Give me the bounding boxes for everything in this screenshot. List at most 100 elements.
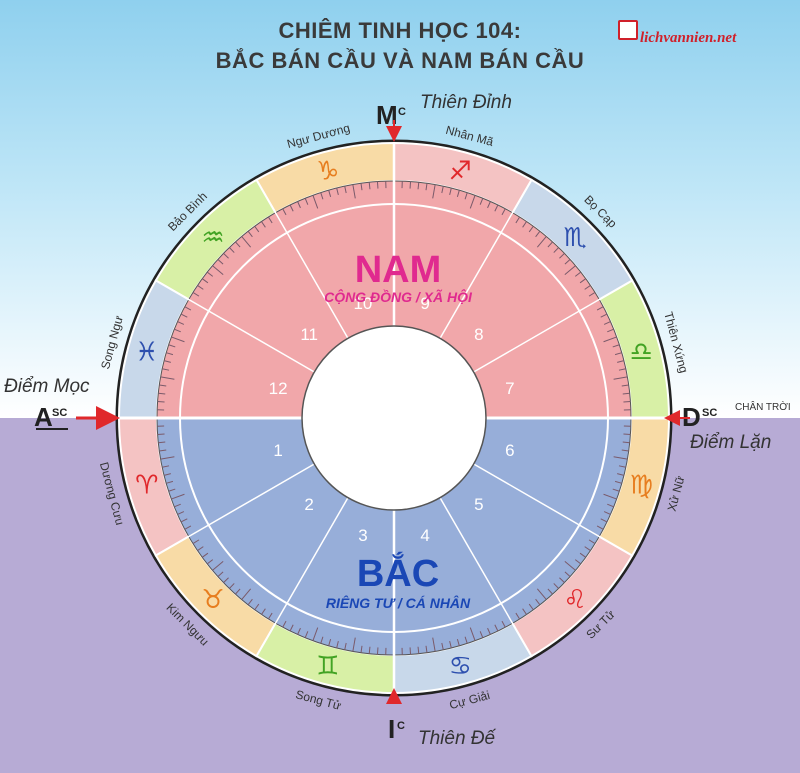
degree-tick <box>197 285 204 290</box>
degree-tick <box>456 638 460 646</box>
degree-tick <box>261 221 266 228</box>
degree-tick <box>159 384 167 387</box>
degree-tick <box>320 192 324 200</box>
degree-tick <box>201 278 209 284</box>
degree-tick <box>588 539 596 545</box>
degree-tick <box>559 253 565 259</box>
degree-tick <box>564 259 571 265</box>
degree-tick <box>618 465 626 468</box>
degree-tick <box>417 646 420 654</box>
degree-tick <box>574 271 582 277</box>
degree-tick <box>487 201 491 209</box>
degree-tick <box>579 552 587 558</box>
degree-tick <box>622 441 630 444</box>
zodiac-glyph-icon: ♏ <box>563 223 586 253</box>
degree-tick <box>449 641 452 649</box>
degree-tick <box>613 376 628 380</box>
degree-tick <box>360 645 363 653</box>
house-number: 12 <box>269 379 288 398</box>
brand-logo: lichvannien.net <box>640 30 737 46</box>
degree-tick <box>553 583 559 589</box>
title-line-2: BẮC BÁN CẦU VÀ NAM BÁN CẦU <box>215 48 585 73</box>
degree-tick <box>162 465 170 468</box>
degree-tick <box>192 539 200 545</box>
degree-tick <box>229 583 235 589</box>
degree-tick <box>180 313 188 318</box>
degree-tick <box>304 631 309 638</box>
degree-tick <box>614 352 622 356</box>
degree-tick <box>352 637 356 652</box>
degree-tick <box>289 624 294 632</box>
degree-tick <box>217 259 224 265</box>
degree-tick <box>469 627 476 641</box>
asc-letter: A <box>34 402 53 432</box>
zodiac-glyph-icon: ♉ <box>201 585 224 615</box>
zodiac-glyph-icon: ♈ <box>135 470 158 500</box>
degree-tick <box>206 559 214 565</box>
degree-tick <box>612 488 620 492</box>
setting-point-label: Điểm Lặn <box>690 432 772 453</box>
degree-tick <box>158 392 166 395</box>
degree-tick <box>235 588 241 595</box>
rising-point-label: Điểm Mọc <box>4 376 90 397</box>
degree-tick <box>564 571 571 577</box>
degree-tick <box>603 321 611 325</box>
house-number: 9 <box>420 294 429 313</box>
house-cusp <box>255 497 349 657</box>
center-circle <box>301 325 487 511</box>
zodiac-glyph-icon: ♓ <box>135 338 158 368</box>
degree-tick <box>559 577 565 583</box>
degree-tick <box>479 631 484 638</box>
degree-tick <box>297 201 301 209</box>
degree-tick <box>607 503 614 508</box>
degree-tick <box>201 552 209 558</box>
degree-tick <box>425 183 428 191</box>
mc-sup: C <box>398 106 406 118</box>
degree-tick <box>158 441 166 444</box>
degree-tick <box>536 588 547 600</box>
degree-tick <box>360 183 363 191</box>
degree-tick <box>217 571 224 577</box>
degree-tick <box>456 190 460 198</box>
degree-tick <box>515 612 521 620</box>
degree-tick <box>600 518 608 523</box>
degree-tick <box>282 620 287 628</box>
degree-tick <box>197 546 204 551</box>
degree-tick <box>432 184 436 199</box>
degree-tick <box>304 198 309 205</box>
degree-tick <box>336 187 339 195</box>
zodiac-glyph-icon: ♍ <box>630 470 653 500</box>
degree-tick <box>464 636 468 644</box>
degree-tick <box>607 328 614 333</box>
degree-tick <box>603 493 617 500</box>
degree-tick <box>596 306 604 311</box>
degree-tick <box>617 360 625 363</box>
degree-tick <box>289 204 294 212</box>
degree-tick <box>223 253 229 259</box>
degree-tick <box>184 306 192 311</box>
dsc-letter: D <box>682 402 701 432</box>
degree-tick <box>417 182 420 190</box>
degree-tick <box>535 598 541 606</box>
degree-tick <box>501 208 506 216</box>
degree-tick <box>494 204 499 212</box>
degree-tick <box>564 560 576 571</box>
degree-tick <box>212 265 224 276</box>
nadir-label: Thiên Đế <box>418 728 496 749</box>
degree-tick <box>352 184 356 199</box>
degree-tick <box>212 560 224 571</box>
horizon-label: CHÂN TRỜI <box>735 402 791 413</box>
degree-tick <box>336 641 339 649</box>
degree-tick <box>536 236 547 248</box>
sign-label: Nhân Mã <box>444 123 495 149</box>
degree-tick <box>479 198 484 205</box>
degree-tick <box>267 216 273 224</box>
zenith-label: Thiên Đỉnh <box>420 92 512 113</box>
degree-tick <box>494 624 499 632</box>
south-sub: CỘNG ĐỒNG / XÃ HỘI <box>324 288 473 305</box>
degree-tick <box>547 241 553 248</box>
degree-tick <box>574 559 582 565</box>
degree-tick <box>588 291 596 297</box>
house-number: 7 <box>505 379 514 398</box>
